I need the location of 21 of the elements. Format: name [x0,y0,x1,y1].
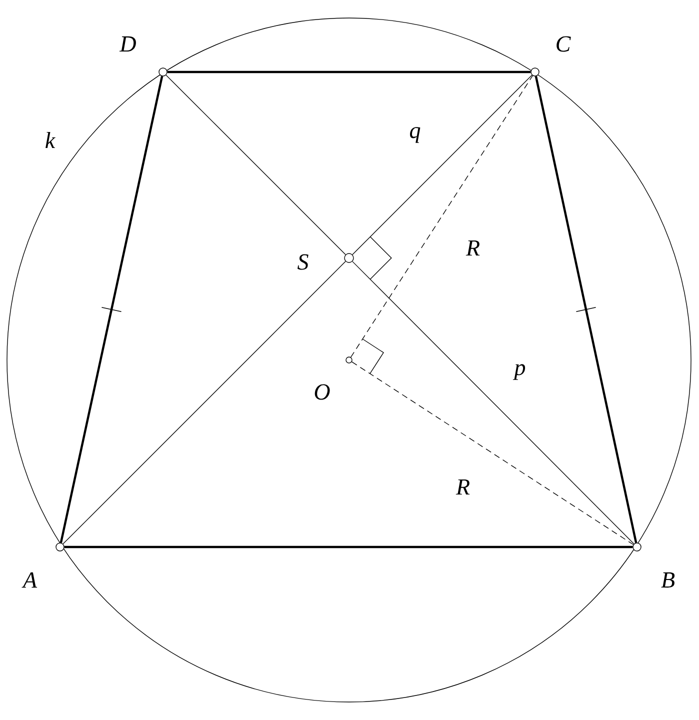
circle-label: k [46,132,56,148]
line-segment [350,75,533,358]
point-label: A [22,572,38,588]
line-segment [167,70,531,74]
line-segment [352,261,634,544]
point-label: B [661,572,675,588]
segment-label: R [454,478,472,496]
point-label: S [298,254,308,270]
segment-label: q [408,126,422,144]
point-label: C [556,36,571,52]
line-segment [352,74,532,255]
line-segment [534,76,638,543]
segment-label: R [464,239,482,257]
line-segment [62,261,346,544]
line-segment [64,546,633,548]
line-segment [166,74,346,255]
segment-label: p [512,363,527,381]
point-label: D [119,36,136,52]
line-segment [351,361,634,545]
point-label: O [314,384,330,400]
line-segment [60,76,164,543]
